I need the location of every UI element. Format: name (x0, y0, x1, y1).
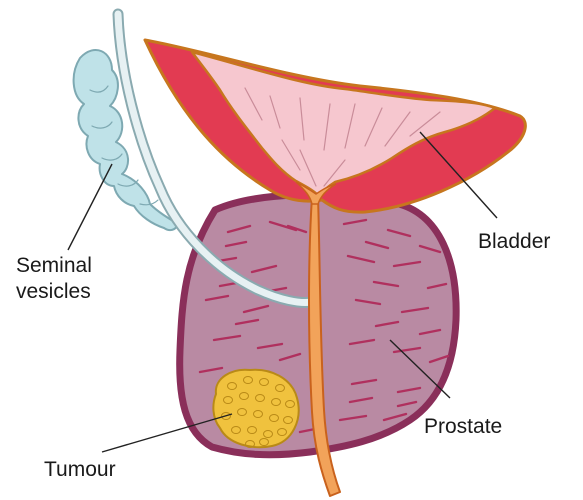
tumour (213, 370, 298, 448)
seminal-vesicles-leader (68, 164, 112, 250)
seminal-label-line2: vesicles (16, 280, 91, 303)
tumour-body (213, 370, 298, 447)
prostate-label: Prostate (424, 415, 502, 438)
bladder-label: Bladder (478, 230, 550, 253)
seminal-label-line1: Seminal (16, 254, 92, 277)
tumour-label: Tumour (44, 458, 116, 481)
seminal-vesicles-label: Seminal vesicles (16, 254, 98, 303)
